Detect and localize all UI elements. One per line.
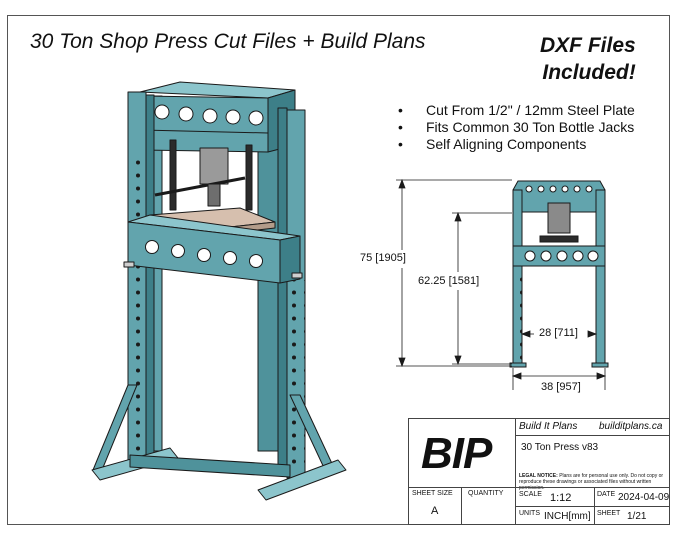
logo-cell: BIP (408, 418, 516, 488)
title-block: BIP Build It Plans builditplans.ca 30 To… (408, 418, 670, 525)
units-value: INCH[mm] (544, 511, 591, 522)
beam-hole (145, 240, 159, 254)
base-cross-member (129, 454, 291, 478)
beam-hole (171, 244, 185, 258)
front-view-jack (547, 202, 571, 234)
bed-beam-side (279, 235, 301, 284)
sheet-size-label: SHEET SIZE (412, 490, 453, 497)
scale-label: SCALE (519, 491, 542, 498)
bed-pin (123, 261, 135, 268)
company-name: Build It Plans (519, 421, 578, 432)
drawing-sheet-border (7, 15, 670, 525)
header-hole (248, 110, 264, 126)
legal-notice-text: Plans are for personal use only. Do not … (519, 473, 664, 491)
sheet-size-cell: SHEET SIZE A (408, 487, 462, 525)
overall-width-dimension: 38 [957] (541, 381, 581, 393)
quantity-label: QUANTITY (468, 490, 504, 497)
press-front-view (509, 180, 609, 368)
overall-height-dimension: 75 [1905] (360, 252, 406, 264)
sheet-number-cell: SHEET 1/21 (594, 506, 670, 525)
feature-item: Cut From 1/2" / 12mm Steel Plate (398, 102, 635, 119)
legal-notice-label: LEGAL NOTICE: (519, 473, 558, 479)
jack-ram (207, 183, 221, 207)
press-isometric-view (91, 81, 347, 501)
quantity-cell: QUANTITY (461, 487, 516, 525)
header-hole (225, 109, 241, 125)
legal-notice: LEGAL NOTICE: Plans are for personal use… (519, 473, 667, 491)
dimension-lines (396, 178, 607, 390)
sheet-number-label: SHEET (597, 510, 621, 517)
sheet-number-value: 1/21 (627, 511, 647, 522)
drawing-title-cell: 30 Ton Press v83 LEGAL NOTICE: Plans are… (515, 435, 670, 491)
front-right-column-side (277, 107, 288, 477)
top-header-top (139, 81, 296, 99)
top-header-front (141, 95, 269, 153)
feature-list: Cut From 1/2" / 12mm Steel Plate Fits Co… (398, 102, 635, 153)
company-cell: Build It Plans builditplans.ca (515, 418, 670, 436)
bottle-jack (199, 147, 229, 185)
company-website: builditplans.ca (599, 421, 663, 432)
feature-item: Self Aligning Components (398, 136, 635, 153)
date-value: 2024-04-09 (618, 492, 670, 503)
units-cell: UNITS INCH[mm] (515, 506, 595, 525)
feature-item: Fits Common 30 Ton Bottle Jacks (398, 119, 635, 136)
dxf-callout-line1: DXF Files (540, 34, 636, 57)
jack-frame-right (245, 144, 253, 211)
date-cell: DATE 2024-04-09 (594, 487, 670, 507)
jack-frame-left (169, 139, 177, 211)
beam-hole (223, 251, 237, 265)
front-left-column-side (145, 94, 155, 466)
front-view-right-column (595, 189, 606, 366)
right-foot (257, 459, 347, 501)
dxf-callout-line2: Included! (542, 61, 636, 84)
inner-height-dimension: 62.25 [1581] (418, 275, 480, 287)
dxf-callout: DXF Files Included! (540, 32, 636, 86)
scale-value: 1:12 (550, 492, 572, 504)
header-hole (154, 104, 170, 120)
page-title: 30 Ton Shop Press Cut Files + Build Plan… (30, 30, 426, 53)
beam-hole (197, 248, 211, 262)
bip-logo: BIP (421, 429, 492, 478)
scale-cell: SCALE 1:12 (515, 487, 595, 507)
inner-width-dimension: 28 [711] (537, 327, 580, 339)
beam-hole (249, 254, 263, 268)
header-hole (202, 108, 218, 124)
units-label: UNITS (519, 510, 540, 517)
date-label: DATE (597, 491, 616, 498)
header-hole (178, 106, 194, 122)
sheet-size-value: A (431, 505, 439, 517)
drawing-title: 30 Ton Press v83 (521, 442, 599, 453)
bed-pin (291, 272, 303, 279)
